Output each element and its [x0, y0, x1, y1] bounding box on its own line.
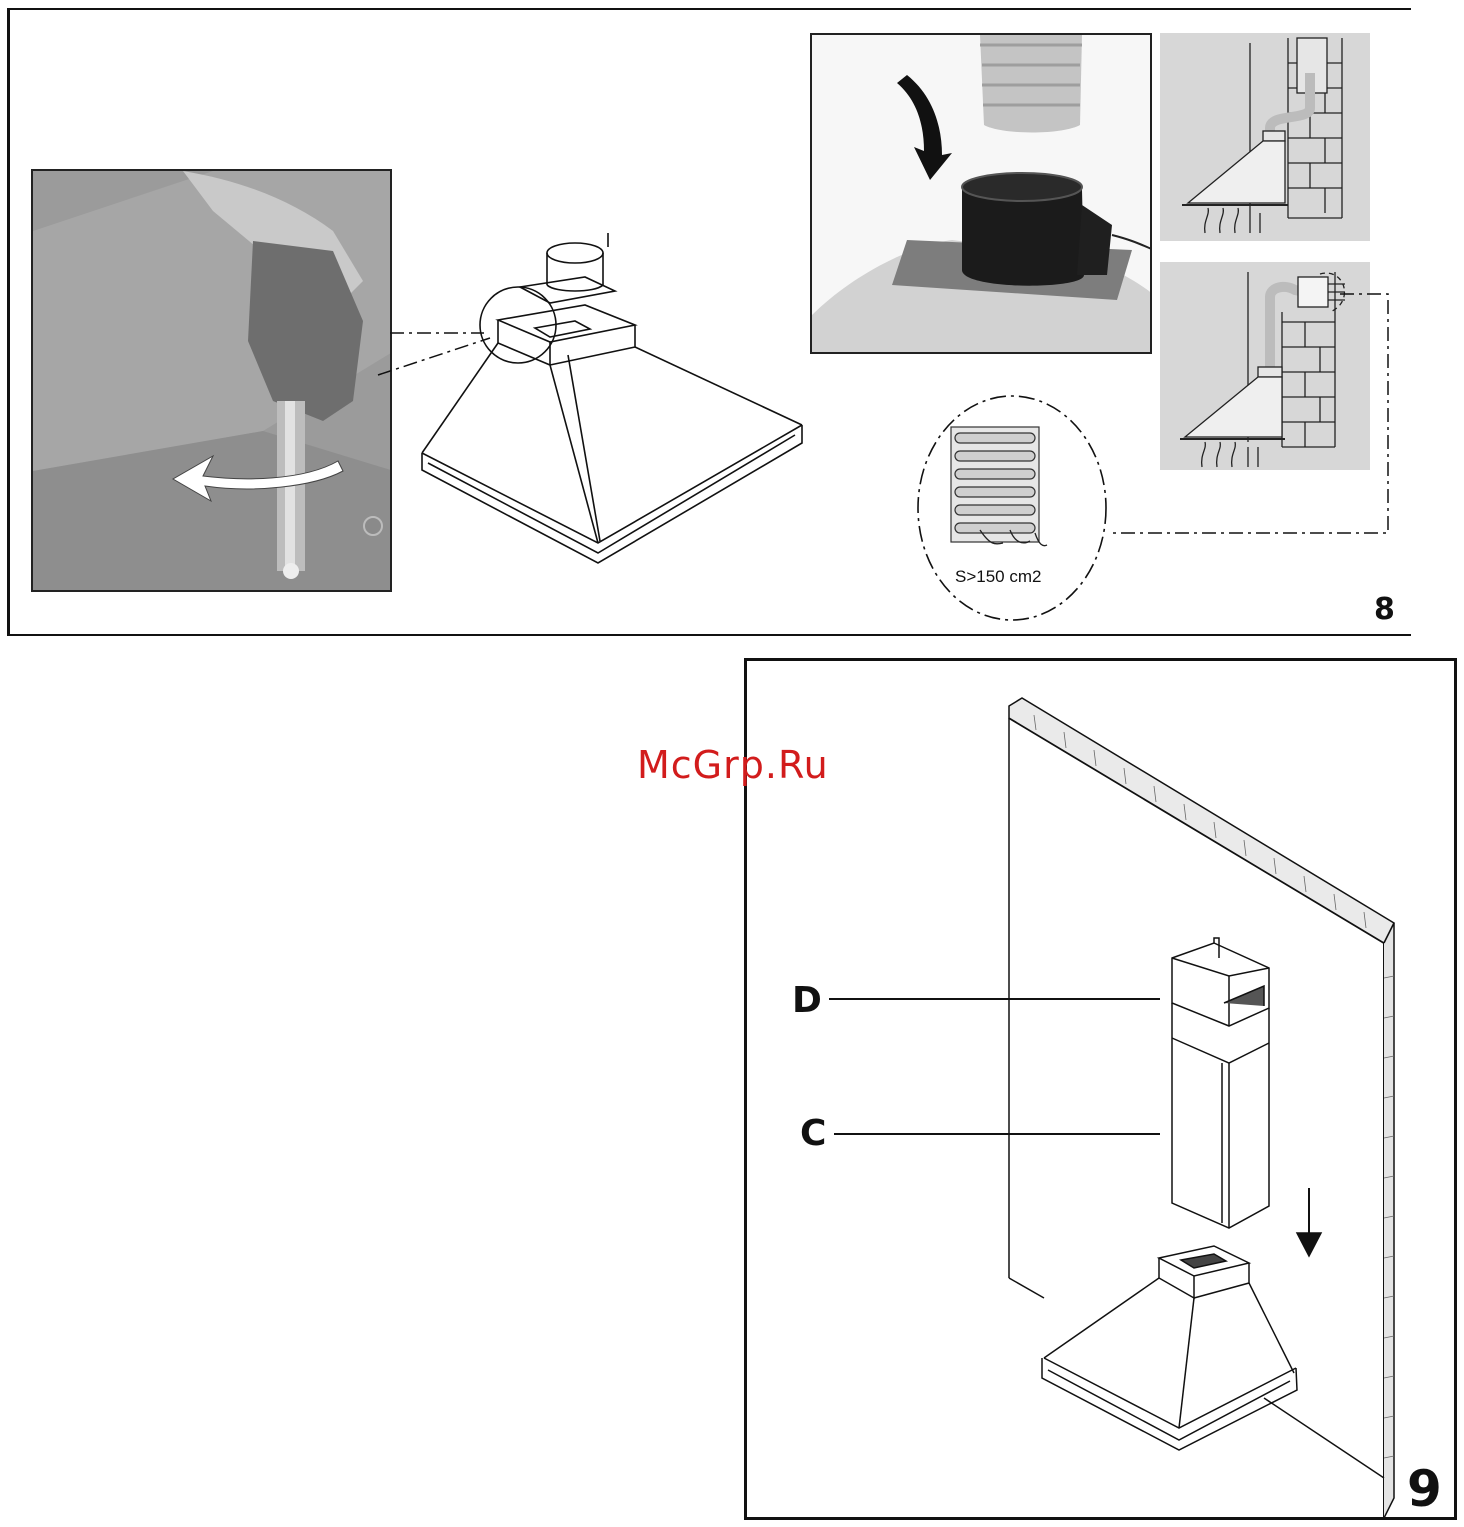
- grille-area-label: S>150 cm2: [955, 567, 1041, 587]
- label-d: D: [792, 980, 822, 1021]
- label-c: C: [800, 1113, 826, 1154]
- figure-8-number: 8: [1374, 592, 1395, 627]
- figure-9-number: 9: [1407, 1460, 1442, 1518]
- chimney-assembly-drawing: [744, 658, 1457, 1520]
- grille-detail-circle: [915, 395, 1115, 625]
